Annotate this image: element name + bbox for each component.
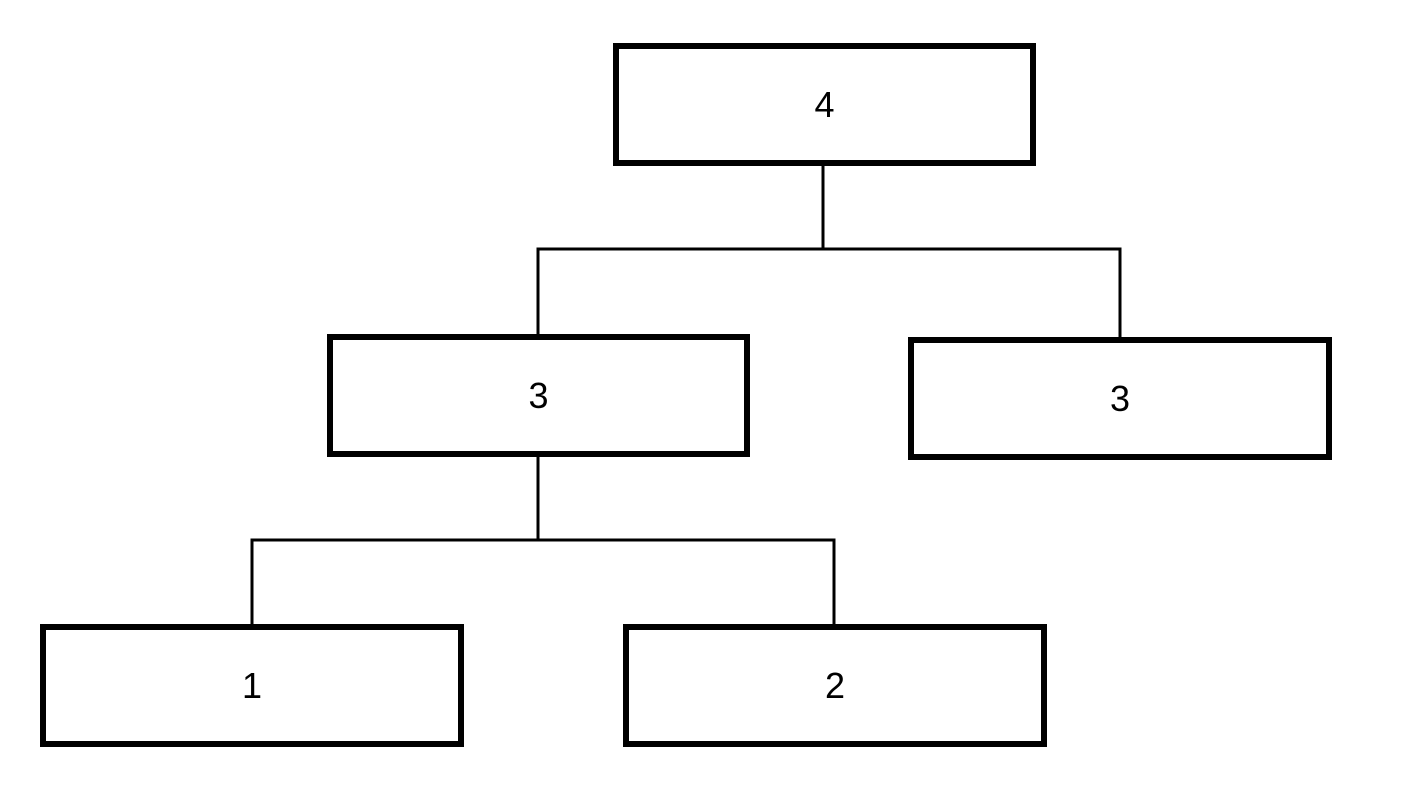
node-label: 1 (241, 664, 263, 706)
node-label: 3 (1109, 377, 1131, 419)
tree-node-leaf-right: 2 (623, 624, 1047, 747)
node-label: 4 (814, 83, 835, 125)
node-label: 2 (824, 664, 846, 706)
tree-node-root: 4 (613, 43, 1036, 166)
tree-node-mid-right: 3 (908, 337, 1332, 460)
node-label: 3 (528, 374, 549, 416)
tree-node-leaf-left: 1 (40, 624, 464, 747)
tree-node-mid-left: 3 (327, 334, 750, 457)
